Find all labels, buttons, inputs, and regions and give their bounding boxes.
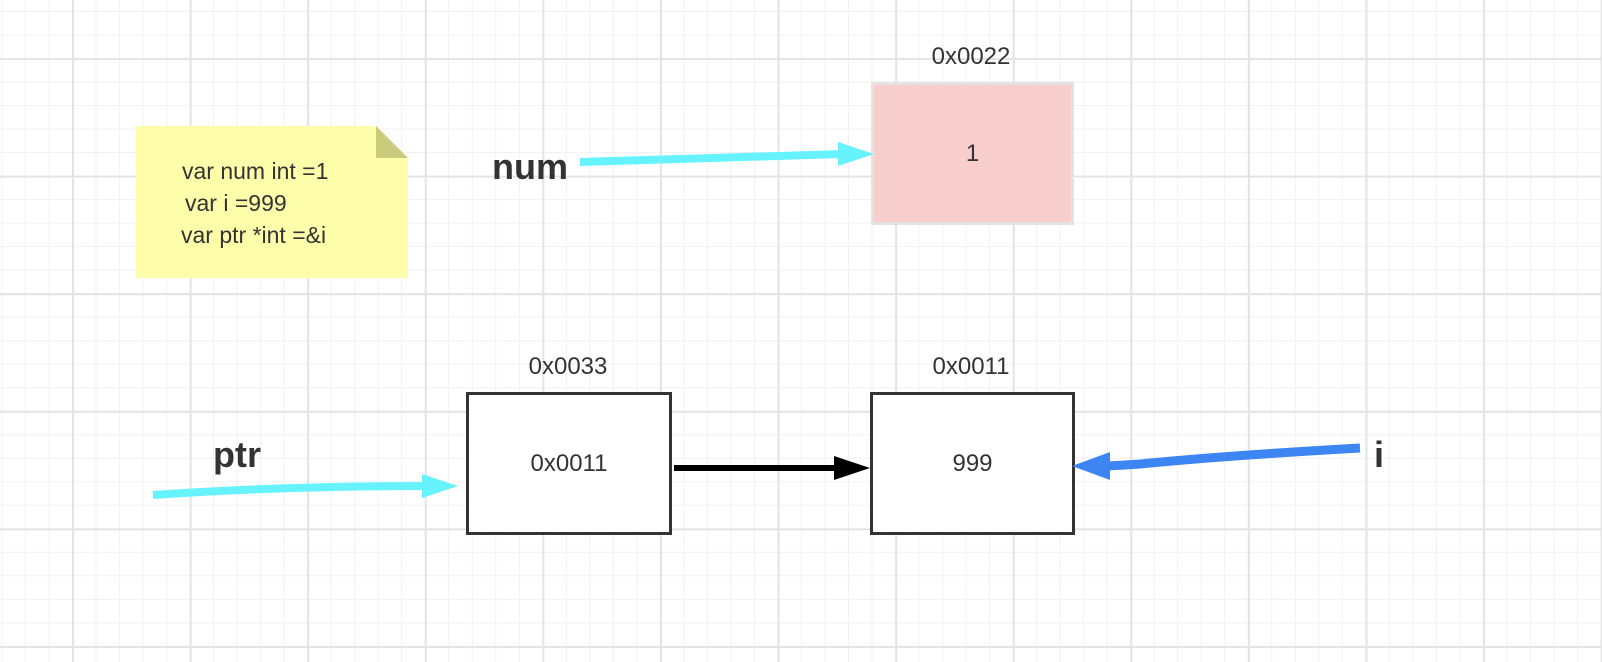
- memory-cell-ptr: 0x0011: [466, 392, 672, 535]
- black-arrow-icon: [674, 456, 870, 480]
- cyan-arrow-icon: [579, 142, 874, 166]
- variable-label-num: num: [492, 146, 568, 187]
- address-label-ptr-cell: 0x0033: [528, 353, 608, 380]
- memory-cell-i-value: 999: [952, 449, 993, 477]
- code-sticky-note: [136, 126, 408, 278]
- memory-cell-ptr-value: 0x0011: [530, 449, 608, 477]
- address-label-i-cell: 0x0011: [932, 353, 1010, 380]
- blue-arrow-icon: [1072, 443, 1361, 480]
- memory-cell-num: 1: [871, 82, 1074, 225]
- note-line-2: var i =999: [185, 190, 287, 216]
- variable-label-i: i: [1374, 434, 1385, 475]
- memory-cell-num-value: 1: [965, 139, 980, 167]
- cyan-arrow-icon: [152, 474, 458, 499]
- note-line-1: var num int =1: [182, 158, 329, 184]
- memory-cell-i: 999: [870, 392, 1075, 535]
- note-line-3: var ptr *int =&i: [181, 222, 327, 248]
- address-label-num-cell: 0x0022: [931, 43, 1011, 70]
- variable-label-ptr: ptr: [213, 434, 261, 475]
